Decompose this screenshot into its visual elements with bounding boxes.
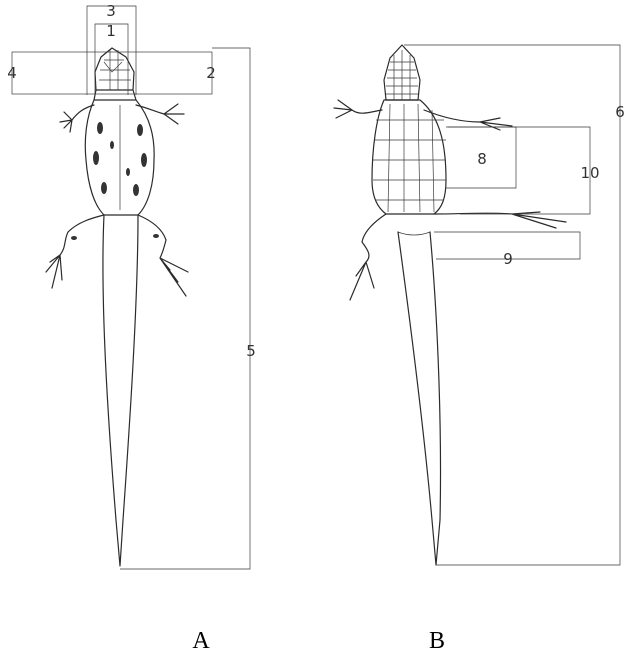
measurement-numbers-b: 6 8 10 9	[477, 103, 625, 268]
measure-label-1: 1	[106, 22, 116, 40]
measure-label-6: 6	[615, 103, 625, 121]
panel-b: 6 8 10 9	[334, 45, 625, 565]
panel-a: 3 1 4 2 5	[7, 2, 256, 569]
measure-label-2: 2	[206, 64, 216, 82]
measurement-numbers-a: 3 1 4 2 5	[7, 2, 256, 360]
measure-label-3: 3	[106, 2, 116, 20]
measure-label-9: 9	[503, 250, 513, 268]
measure-label-4: 4	[7, 64, 17, 82]
measure-label-8: 8	[477, 150, 487, 168]
panel-a-caption: A	[192, 628, 210, 654]
panel-b-caption: B	[429, 628, 445, 654]
measure-label-10: 10	[580, 164, 599, 182]
lizard-b-ventral-drawing	[334, 45, 566, 565]
lizard-a-dorsal-drawing	[46, 48, 188, 566]
measure-label-5: 5	[246, 342, 256, 360]
